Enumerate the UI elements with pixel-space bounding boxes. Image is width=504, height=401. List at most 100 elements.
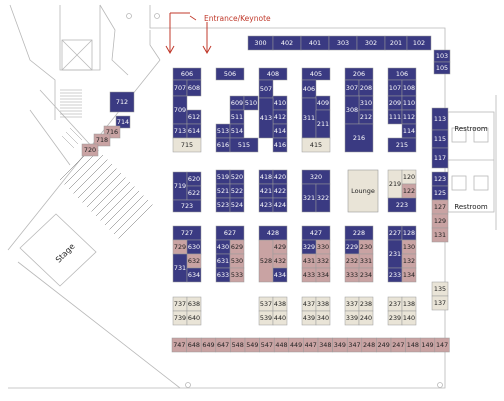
booth-408[interactable]: 408 (258, 67, 288, 81)
booth-420[interactable]: 420 (272, 169, 288, 185)
booth-547[interactable]: 547 (259, 337, 275, 353)
booth-647[interactable]: 647 (215, 337, 231, 353)
booth-shape[interactable] (358, 310, 374, 326)
booth-shape[interactable] (433, 61, 451, 75)
booth-715[interactable]: 715 (172, 137, 202, 153)
booth-shape[interactable] (431, 295, 449, 311)
booth-shape[interactable] (172, 199, 202, 213)
booth-616[interactable]: 616 (215, 137, 231, 153)
booth-137[interactable]: 137 (431, 295, 449, 311)
booth-112[interactable]: 112 (401, 109, 417, 125)
booth-414[interactable]: 414 (272, 123, 288, 139)
booth-402[interactable]: 402 (272, 35, 302, 51)
booth-731[interactable]: 731 (172, 253, 188, 283)
booth-449[interactable]: 449 (288, 337, 304, 353)
booth-432[interactable]: 432 (272, 253, 288, 269)
booth-shape[interactable] (315, 310, 331, 326)
booth-300[interactable]: 300 (247, 35, 274, 51)
booth-211[interactable]: 211 (315, 109, 331, 139)
booth-105[interactable]: 105 (433, 61, 451, 75)
booth-shape[interactable] (434, 337, 450, 353)
booth-233[interactable]: 233 (387, 267, 403, 283)
booth-718[interactable]: 718 (93, 133, 111, 147)
booth-149[interactable]: 149 (419, 337, 436, 353)
booth-120[interactable]: 120 (401, 169, 417, 185)
booth-216[interactable]: 216 (344, 123, 374, 153)
booth-424[interactable]: 424 (272, 197, 288, 213)
booth-129[interactable]: 129 (431, 213, 449, 229)
booth-shape[interactable] (406, 35, 432, 51)
booth-412[interactable]: 412 (272, 109, 288, 125)
booth-shape[interactable] (93, 133, 111, 147)
booth-631[interactable]: 631 (215, 253, 231, 269)
booth-729[interactable]: 729 (172, 239, 188, 255)
booth-513[interactable]: 513 (215, 123, 231, 139)
booth-212[interactable]: 212 (358, 109, 374, 125)
booth-shape[interactable] (344, 123, 374, 153)
booth-303[interactable]: 303 (328, 35, 358, 51)
booth-413[interactable]: 413 (258, 97, 274, 139)
booth-231[interactable]: 231 (387, 239, 403, 269)
booth-228[interactable]: 228 (344, 225, 374, 241)
booth-331[interactable]: 331 (358, 253, 374, 269)
booth-234[interactable]: 234 (358, 267, 374, 283)
booth-747[interactable]: 747 (171, 337, 187, 353)
booth-shape[interactable] (215, 67, 245, 81)
booth-533[interactable]: 533 (229, 267, 245, 283)
booth-649[interactable]: 649 (200, 337, 217, 353)
booth-521[interactable]: 521 (215, 183, 231, 199)
booth-shape[interactable] (186, 79, 202, 97)
booth-132[interactable]: 132 (401, 253, 417, 269)
booth-348[interactable]: 348 (317, 337, 333, 353)
booth-shape[interactable] (272, 197, 288, 213)
booth-648[interactable]: 648 (186, 337, 202, 353)
booth-614[interactable]: 614 (186, 123, 202, 139)
booth-115[interactable]: 115 (431, 129, 449, 149)
booth-530[interactable]: 530 (229, 253, 245, 269)
booth-shape[interactable] (387, 197, 417, 213)
booth-629[interactable]: 629 (229, 239, 245, 255)
booth-415[interactable]: 415 (301, 137, 331, 153)
booth-307[interactable]: 307 (344, 79, 360, 97)
booth-448[interactable]: 448 (273, 337, 290, 353)
booth-627[interactable]: 627 (215, 225, 245, 241)
booth-630[interactable]: 630 (186, 239, 202, 255)
booth-712[interactable]: 712 (109, 91, 135, 113)
booth-634[interactable]: 634 (186, 267, 202, 283)
booth-shape[interactable] (115, 115, 131, 129)
booth-shape[interactable] (431, 147, 449, 169)
booth-shape[interactable] (229, 267, 245, 283)
booth-103[interactable]: 103 (433, 49, 451, 63)
booth-519[interactable]: 519 (215, 169, 231, 185)
booth-714[interactable]: 714 (115, 115, 131, 129)
booth-515[interactable]: 515 (229, 137, 259, 153)
booth-shape[interactable] (243, 95, 259, 111)
booth-620[interactable]: 620 (186, 171, 202, 187)
booth-shape[interactable] (186, 267, 202, 283)
booth-shape[interactable] (172, 137, 202, 153)
booth-shape[interactable] (272, 310, 288, 326)
booth-612[interactable]: 612 (186, 109, 202, 125)
booth-223[interactable]: 223 (387, 197, 417, 213)
booth-439[interactable]: 439 (301, 310, 317, 326)
booth-340[interactable]: 340 (315, 310, 331, 326)
booth-201[interactable]: 201 (384, 35, 408, 51)
booth-114[interactable]: 114 (401, 123, 417, 139)
booth-shape[interactable] (401, 267, 417, 283)
booth-shape[interactable] (387, 137, 417, 153)
booth-140[interactable]: 140 (401, 310, 417, 326)
booth-447[interactable]: 447 (303, 337, 319, 353)
booth-438[interactable]: 438 (272, 296, 288, 312)
booth-130[interactable]: 130 (401, 239, 417, 255)
booth-106[interactable]: 106 (387, 67, 417, 81)
booth-125[interactable]: 125 (431, 185, 449, 201)
booth-shape[interactable] (401, 310, 417, 326)
booth-537[interactable]: 537 (258, 296, 274, 312)
booth-113[interactable]: 113 (431, 107, 449, 131)
booth-shape[interactable] (358, 267, 374, 283)
booth-418[interactable]: 418 (258, 169, 274, 185)
booth-433[interactable]: 433 (301, 267, 317, 283)
booth-shape[interactable] (315, 183, 331, 213)
booth-707[interactable]: 707 (172, 79, 188, 97)
booth-338[interactable]: 338 (315, 296, 331, 312)
